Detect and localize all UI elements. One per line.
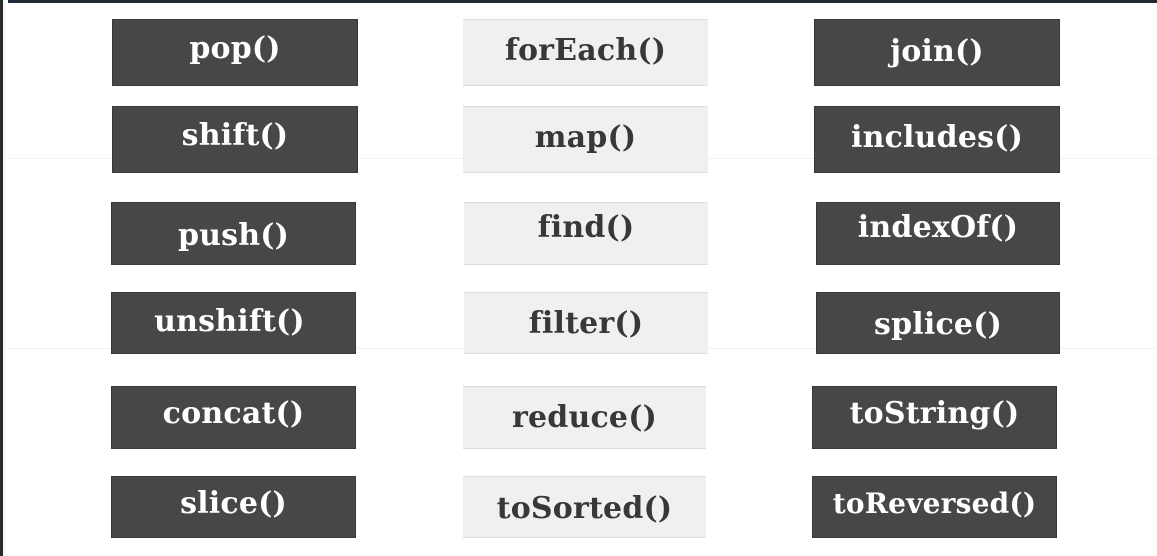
method-label: push() bbox=[177, 218, 290, 253]
method-tile-map: map() bbox=[463, 106, 708, 173]
method-tile-concat: concat() bbox=[111, 386, 356, 449]
method-label: map() bbox=[534, 120, 637, 155]
method-label: filter() bbox=[528, 305, 644, 341]
method-label: join() bbox=[890, 34, 984, 69]
method-tile-tostring: toString() bbox=[812, 386, 1057, 449]
method-label: toString() bbox=[849, 396, 1020, 431]
method-label: find() bbox=[537, 210, 635, 245]
method-label: toSorted() bbox=[496, 490, 673, 526]
method-tile-shift: shift() bbox=[112, 106, 358, 173]
left-edge bbox=[0, 0, 8, 556]
top-border bbox=[0, 0, 1157, 3]
method-tile-push: push() bbox=[111, 202, 356, 265]
method-label: forEach() bbox=[504, 33, 667, 68]
method-tile-find: find() bbox=[464, 202, 708, 265]
method-label: shift() bbox=[181, 118, 289, 153]
method-tile-slice: slice() bbox=[111, 476, 356, 538]
method-label: concat() bbox=[162, 396, 305, 431]
method-label: slice() bbox=[180, 485, 287, 521]
method-label: toReversed() bbox=[832, 486, 1037, 520]
method-tile-unshift: unshift() bbox=[111, 292, 356, 354]
method-tile-foreach: forEach() bbox=[463, 19, 708, 86]
method-tile-splice: splice() bbox=[816, 292, 1060, 354]
method-tile-pop: pop() bbox=[112, 19, 358, 86]
method-label: indexOf() bbox=[857, 210, 1019, 245]
method-tile-filter: filter() bbox=[464, 292, 708, 354]
method-label: splice() bbox=[873, 306, 1002, 342]
method-tile-indexof: indexOf() bbox=[816, 202, 1060, 265]
method-tile-tosorted: toSorted() bbox=[463, 476, 706, 538]
method-tile-toreversed: toReversed() bbox=[812, 476, 1057, 538]
method-tile-includes: includes() bbox=[814, 106, 1060, 173]
method-tile-reduce: reduce() bbox=[463, 386, 706, 449]
method-label: reduce() bbox=[511, 400, 658, 435]
method-tile-join: join() bbox=[814, 19, 1060, 86]
method-label: includes() bbox=[850, 120, 1024, 155]
method-label: pop() bbox=[189, 31, 281, 66]
method-label: unshift() bbox=[154, 303, 305, 339]
